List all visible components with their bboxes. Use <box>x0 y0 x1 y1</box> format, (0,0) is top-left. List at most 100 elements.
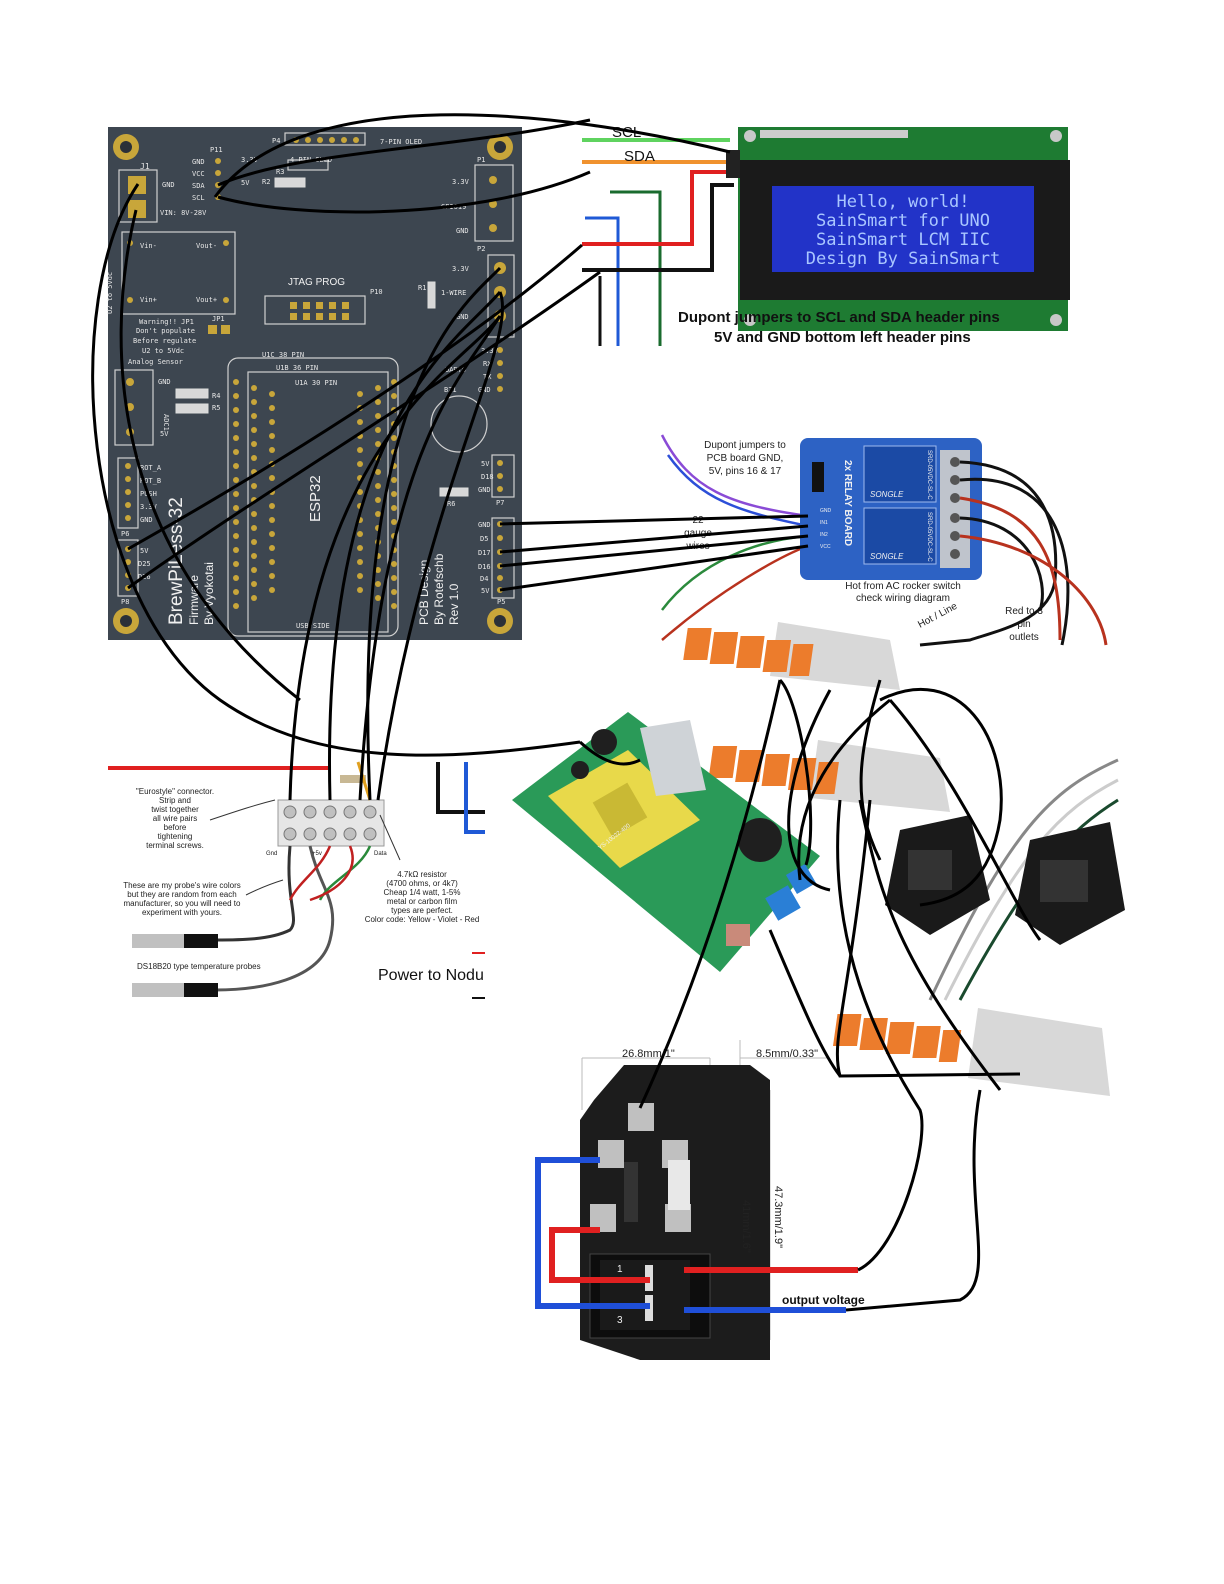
probe-colors-note-3: manufacturer, so you will need to <box>124 899 242 908</box>
relay-model-1: SRD-05VDC-SL-C <box>926 450 932 500</box>
pcb-p7-gnd-label: GND <box>478 486 491 494</box>
probe-data-label: Data <box>374 851 387 857</box>
pcb-vout-plus-label: Vout+ <box>196 296 217 304</box>
wiring-lines <box>91 113 1042 1312</box>
pcb-r6-label: R6 <box>447 500 455 508</box>
probe-euro-note-7: terminal screws. <box>146 841 204 850</box>
pcb-p1-gnd-label: GND <box>456 227 469 235</box>
wago-connector-1 <box>683 622 900 690</box>
pcb-uart-rx-label: RX <box>483 360 492 368</box>
pcb-5v-label: 5V <box>241 179 250 187</box>
pcb-adc-label: ADC1 <box>162 414 170 431</box>
pcb-vout-minus-label: Vout- <box>196 242 217 250</box>
inlet-output-label: output voltage <box>782 1293 865 1307</box>
pcb-p5-d4-label: D4 <box>480 575 488 583</box>
relay-gauge-1: 22 <box>692 515 704 526</box>
relay-pin-in2: IN2 <box>820 532 828 538</box>
probe-euro-note-3: twist together <box>151 805 199 814</box>
relay-red-note-3: outlets <box>1009 632 1038 643</box>
pcb-dont-label: Don't populate <box>136 327 195 335</box>
probe-euro-note-1: "Eurostyle" connector. <box>136 787 214 796</box>
probe-colors-note-2: but they are random from each <box>127 890 236 899</box>
relay-pin-in1: IN1 <box>820 520 828 526</box>
pcb-r1-label: R1 <box>418 284 426 292</box>
lcd-line-4: Design By SainSmart <box>806 249 1000 269</box>
pcb-j1-gnd-label: GND <box>162 181 175 189</box>
inlet-dim-outer: 47.3mm/1.9" <box>772 1186 784 1248</box>
pcb-p2-label: P2 <box>477 245 485 253</box>
relay-brand-1: SONGLE <box>870 490 904 499</box>
pcb-p7-d18-label: D18 <box>481 473 494 481</box>
relay-red-note-1: Red to 3 <box>1005 606 1043 617</box>
probe-resistor-note-4: metal or carbon film <box>387 897 458 906</box>
pcb-rota-label: ROT_A <box>140 464 162 472</box>
inlet-dim-height: 41mm/1.6" <box>740 1200 752 1253</box>
pcb-p1-label: P1 <box>477 156 485 164</box>
pcb-vcc-label: VCC <box>192 170 205 178</box>
probe-5v-label: +5v <box>312 851 322 857</box>
pcb-r2-label: R2 <box>262 178 270 186</box>
pcb-p5-gnd-label: GND <box>478 521 491 529</box>
pcb-scl-label: SCL <box>192 194 205 202</box>
ac-inlet-module: 26.8mm/1" 8.5mm/0.33" 1 3 41mm/1.6" 47.3… <box>535 1040 865 1360</box>
relay-hot-note-1: Hot from AC rocker switch <box>845 581 961 592</box>
pcb-firmware-label: Firmware <box>187 575 201 625</box>
probe-power-label: Power to Nodu <box>378 967 484 984</box>
probe-resistor-note-1: 4.7kΩ resistor <box>397 870 447 879</box>
pcb-esp32-label: ESP32 <box>307 475 324 522</box>
pcb-design-label: PCB Design <box>417 560 431 625</box>
pcb-firmware-by-label: By Vyokotai <box>202 562 216 625</box>
pcb-33v-label: 3.3V <box>241 156 259 164</box>
pcb-u1c-label: U1C 38 PIN <box>262 351 304 359</box>
relay-hot-note-2: check wiring diagram <box>856 593 950 604</box>
pcb-gnd-label: GND <box>192 158 205 166</box>
pcb-p5-d5-label: D5 <box>480 535 488 543</box>
probe-euro-note-5: before <box>164 823 187 832</box>
relay-note-1: Dupont jumpers to <box>704 440 786 451</box>
relay-note-3: 5V, pins 16 & 17 <box>709 466 782 477</box>
pcb-p5-label: P5 <box>497 598 505 606</box>
pcb-before-label: Before regulate <box>133 337 196 345</box>
pcb-analog-label: Analog Sensor <box>128 358 183 366</box>
pcb-rev-label: Rev 1.0 <box>447 583 461 625</box>
pcb-r4-label: R4 <box>212 392 220 400</box>
pcb-u2-note-label: U2 to 5Vdc <box>142 347 184 355</box>
power-supply-module: YS-10022-400 <box>512 712 820 972</box>
pcb-j1-label: J1 <box>140 162 150 171</box>
pcb-design-by-label: By Rotefschb <box>432 553 446 625</box>
pcb-u2-label: U2 to 5Vdc <box>106 272 114 314</box>
pcb-usb-side-label: USB-SIDE <box>296 622 330 630</box>
relay-brand-2: SONGLE <box>870 552 904 561</box>
pcb-rot-gnd-label: GND <box>140 516 153 524</box>
relay-pin-gnd: GND <box>820 508 832 514</box>
pcb-u1b-label: U1B 36 PIN <box>276 364 318 372</box>
pcb-p11-label: P11 <box>210 146 223 154</box>
pcb-p8-d25-label: D25 <box>138 560 151 568</box>
pcb-p2-gnd-label: GND <box>456 313 469 321</box>
pcb-p6-label: P6 <box>121 530 129 538</box>
probe-euro-note-6: tightening <box>158 832 193 841</box>
relay-board-label: 2x RELAY BOARD <box>842 460 853 546</box>
pcb-r5-label: R5 <box>212 404 220 412</box>
relay-red-note-2: pin <box>1017 619 1030 630</box>
pcb-vin-label: VIN: 8V-28V <box>160 209 207 217</box>
pcb-p5-d16-label: D16 <box>478 563 491 571</box>
probe-ds18b20-label: DS18B20 type temperature probes <box>137 962 261 971</box>
pcb-p8-label: P8 <box>121 598 129 606</box>
pcb-7pin-oled-label: 7-PIN OLED <box>380 138 422 146</box>
probe-euro-note-2: Strip and <box>159 796 191 805</box>
pcb-vin-plus-label: Vin+ <box>140 296 157 304</box>
pcb-p8-5v-label: 5V <box>140 547 149 555</box>
relay-gauge-2: gauge <box>684 528 712 539</box>
pcb-vin-minus-label: Vin- <box>140 242 157 250</box>
lcd-line-1: Hello, world! <box>836 192 969 212</box>
relay-pin-vcc: VCC <box>820 544 831 550</box>
probe-resistor-note-2: (4700 ohms, or 4k7) <box>386 879 458 888</box>
pcb-p5-d17-label: D17 <box>478 549 491 557</box>
relay-board: Dupont jumpers to PCB board GND, 5V, pin… <box>660 434 1108 647</box>
lcd-line-2: SainSmart for UNO <box>816 211 990 231</box>
probe-colors-note-4: experiment with yours. <box>142 908 222 917</box>
pcb-p7-label: P7 <box>496 499 504 507</box>
pcb-p10-label: P10 <box>370 288 383 296</box>
